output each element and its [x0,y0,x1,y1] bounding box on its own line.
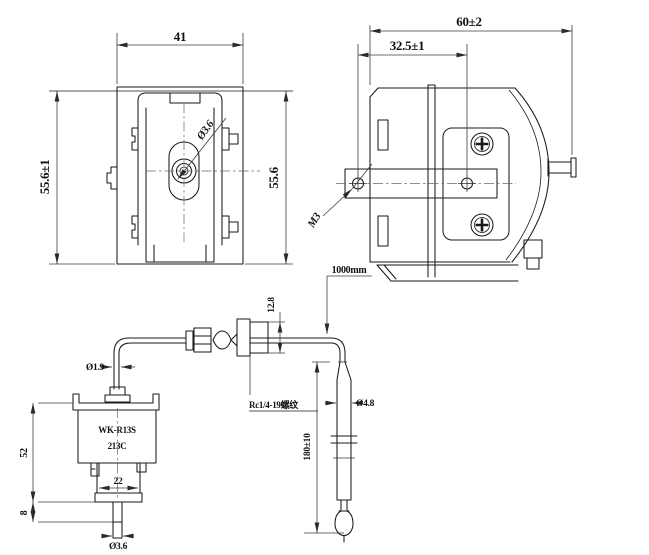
mounting-bracket [344,168,498,199]
capillary-bend-outer [330,337,346,363]
side-view: M3 60±2 32.5±1 1000mm [305,14,577,334]
bracket-hole [458,175,476,192]
unit-stem-length-dim: 8 [19,510,30,515]
left-tab-lower [131,215,139,239]
front-curve-outer [511,87,550,263]
sensor-unit: WK-R13S 213C 22 52 8 Ø3.6 [19,386,160,552]
bottom-tray [376,264,519,282]
tube-dia-dim: Ø1.9 [86,363,105,373]
right-tab-lower [221,215,239,239]
control-shaft [547,157,577,178]
probe-taper [336,361,352,381]
m3-leader-tail [351,163,373,190]
fitting-cone [230,333,238,347]
unit-temp-label: 213C [108,441,127,451]
screw-icon [470,132,494,156]
front-panel-edge [427,84,436,278]
probe-length-dim: 180±10 [303,433,313,461]
unit-stem [112,501,123,539]
capillary-assembly: Ø1.9 12.8 Rc1/4-19螺纹 [86,297,346,412]
front-hole-label: Ø3.6 [194,118,217,143]
fitting-cap [236,318,251,357]
hole-spacing-dim: 32.5±1 [390,38,425,53]
plate-left-bump [106,166,118,190]
front-curve-inner [505,89,542,261]
thread-label: Rc1/4-19螺纹 [249,399,299,410]
capillary-bend-inner [330,342,341,363]
vent-slot-lower [377,215,389,247]
right-tab-upper [221,127,239,151]
fitting-height-ext [268,312,285,354]
unit-height-ext [38,402,95,503]
unit-height-dim: 52 [19,448,30,458]
front-view: Ø3.6 41 55.6±1 55.6 [37,29,293,265]
probe-length-ext [304,361,344,534]
stem-dia-dim: Ø3.6 [109,542,128,552]
sensor-probe: Ø4.8 180±10 [303,361,375,543]
capillary-tube-inner [118,342,187,390]
bracket-hole [349,175,367,192]
unit-lower-block [96,462,141,494]
depth-dim: 60±2 [456,14,481,29]
probe-bulb [334,510,354,537]
probe-dia-dim: Ø4.8 [356,399,375,409]
unit-lower-flange [94,492,143,503]
mount-thread-label: M3 [305,210,324,230]
probe-neck [338,499,350,512]
capillary-run-right [249,337,332,344]
unit-model-label: WK-R13S [98,425,136,435]
unit-body [77,409,157,464]
capillary-tube-outer [113,337,187,390]
capillary-length-label: 1000mm [332,265,368,276]
fitting-olive [212,330,232,350]
screw-icon [470,213,494,237]
fitting-ring [185,330,194,351]
spacing-ext-lines [357,44,468,176]
front-height-left-dim: 55.6±1 [37,160,52,195]
front-width-dim: 41 [174,29,186,44]
unit-top-connector [104,386,131,403]
unit-terminal-right [136,462,147,473]
side-body [369,87,516,263]
inner-body [137,92,223,246]
hole-leader [177,117,227,180]
width-ext-lines [116,33,244,84]
top-tab [169,92,201,104]
probe-band [330,435,358,444]
bottom-right-tab [523,239,543,270]
vent-slot-upper [377,119,389,151]
front-height-right-dim: 55.6 [266,166,281,188]
left-tab-upper [131,127,139,151]
inner-rails [145,107,215,246]
outer-plate [116,86,244,265]
fitting-hex-nut [193,327,212,353]
bottom-feet [145,244,215,263]
fitting-height-dim: 12.8 [267,297,277,313]
unit-terminal-left [90,462,100,477]
probe-cylinder [336,379,352,501]
unit-width-dim: 22 [114,477,123,487]
m3-leader-arrow [322,188,353,217]
screw-plate [442,127,510,241]
